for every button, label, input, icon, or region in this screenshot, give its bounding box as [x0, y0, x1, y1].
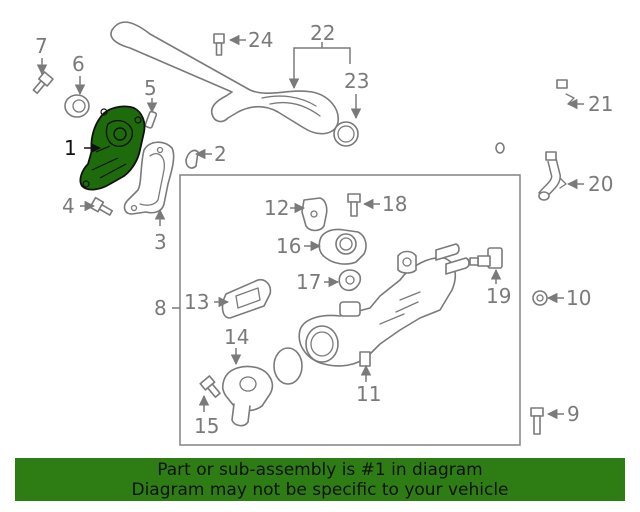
o-ring-inner [337, 125, 355, 143]
gasket-12-hole [310, 210, 318, 218]
nut-hole [536, 294, 544, 302]
callout-5[interactable]: 5 [144, 76, 157, 100]
callout-9[interactable]: 9 [567, 402, 580, 426]
callout-19[interactable]: 19 [486, 284, 511, 308]
callout-12[interactable]: 12 [264, 196, 289, 220]
callout-16[interactable]: 16 [276, 234, 301, 258]
outlet-fitting-part-16[interactable] [318, 228, 367, 265]
callout-7[interactable]: 7 [35, 34, 48, 58]
callout-1[interactable]: 1 [64, 136, 77, 160]
bolt-part-18[interactable] [347, 193, 361, 217]
stud-part-5[interactable] [144, 110, 158, 129]
gasket-17-hole [345, 275, 355, 285]
gasket-part-2[interactable] [185, 149, 199, 169]
info-banner: Part or sub-assembly is #1 in diagram Di… [15, 458, 625, 501]
gasket-part-13[interactable] [221, 278, 272, 319]
thermostat-housing-part-11[interactable] [298, 243, 470, 367]
callout-10[interactable]: 10 [566, 286, 591, 310]
callout-23[interactable]: 23 [344, 69, 369, 93]
callout-8[interactable]: 8 [154, 296, 167, 320]
callout-6[interactable]: 6 [72, 52, 85, 76]
callout-11[interactable]: 11 [356, 382, 381, 406]
bolt-part-4[interactable] [89, 196, 114, 218]
callout-14[interactable]: 14 [224, 325, 249, 349]
bolt-part-24[interactable] [213, 33, 225, 56]
bolt-part-7[interactable] [31, 71, 54, 95]
bolt-part-15[interactable] [199, 375, 222, 399]
pulley-hub [72, 99, 86, 113]
callout-20[interactable]: 20 [588, 172, 613, 196]
hose-part-20[interactable] [538, 151, 567, 201]
callout-21[interactable]: 21 [588, 92, 613, 116]
leader-lines [36, 34, 584, 420]
o-ring-housing[interactable] [273, 347, 303, 385]
callout-2[interactable]: 2 [214, 142, 227, 166]
gasket-part-12[interactable] [301, 197, 328, 232]
nut-part-10[interactable] [532, 290, 548, 306]
callout-17[interactable]: 17 [296, 270, 321, 294]
callout-13[interactable]: 13 [184, 290, 209, 314]
callout-15[interactable]: 15 [194, 414, 219, 438]
thermostat-part-14[interactable] [221, 365, 274, 427]
callout-3[interactable]: 3 [154, 230, 167, 254]
bolt-part-9[interactable] [530, 407, 544, 435]
gasket-part-17[interactable] [338, 269, 362, 292]
hose-part-21[interactable] [495, 79, 575, 154]
callout-18[interactable]: 18 [382, 192, 407, 216]
callout-22[interactable]: 22 [310, 21, 335, 45]
callout-numbers: 1 2 3 4 5 6 7 8 9 10 11 12 13 14 15 16 1… [35, 21, 613, 438]
callout-24[interactable]: 24 [248, 28, 273, 52]
sub-assembly-8-frame [179, 174, 521, 446]
callout-4[interactable]: 4 [62, 194, 75, 218]
sensor-part-19[interactable] [469, 247, 503, 269]
banner-line-disclaimer: Diagram may not be specific to your vehi… [131, 480, 509, 500]
banner-line-part: Part or sub-assembly is #1 in diagram [157, 460, 483, 480]
water-pump-part-highlighted[interactable] [79, 105, 146, 191]
coolant-pipe-part[interactable] [110, 21, 339, 135]
